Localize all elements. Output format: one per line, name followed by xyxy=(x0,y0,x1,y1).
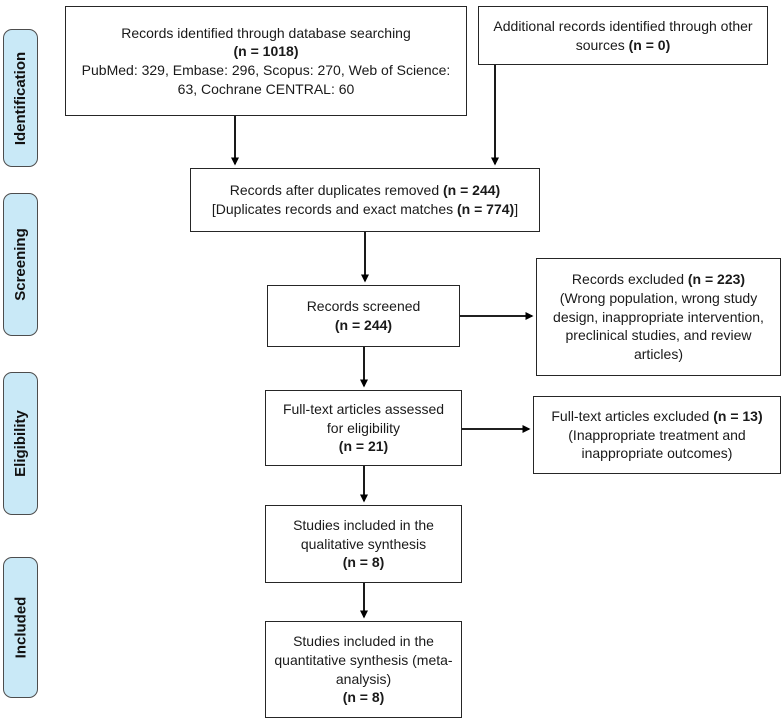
box-records-screened-count: (n = 244) xyxy=(334,317,393,333)
box-duplicates-count: (n = 774) xyxy=(457,201,515,217)
box-duplicates-removed-line2: [Duplicates records and exact matches (n… xyxy=(211,201,519,217)
stage-screening-label: Screening xyxy=(12,228,29,301)
box-quantitative-synthesis-text: Studies included in the quantitative syn… xyxy=(274,633,453,687)
box-fulltext-excluded-reasons: (Inappropriate treatment and inappropria… xyxy=(568,426,746,462)
stage-included-label: Included xyxy=(12,596,30,659)
box-records-screened-title: Records screened xyxy=(306,298,421,315)
box-records-excluded-count: (n = 223) xyxy=(687,271,746,288)
box-database-search-sources: PubMed: 329, Embase: 296, Scopus: 270, W… xyxy=(81,62,451,97)
box-qualitative-synthesis-text: Studies included in the qualitative synt… xyxy=(293,516,434,552)
box-quantitative-synthesis-count: (n = 8) xyxy=(342,689,385,706)
box-database-search-title: Records identified through database sear… xyxy=(121,24,411,41)
box-records-excluded-reasons: (Wrong population, wrong study design, i… xyxy=(553,289,764,363)
stage-identification-label: Identification xyxy=(12,51,29,145)
box-database-search: Records identified through database sear… xyxy=(65,6,467,116)
box-fulltext-assessed-line1: Full-text articles assessed xyxy=(282,400,445,417)
box-duplicates-removed: Records after duplicates removed (n = 24… xyxy=(190,168,540,232)
box-other-sources-count: (n = 0) xyxy=(628,36,671,53)
box-other-sources-text: Additional records identified through ot… xyxy=(493,17,753,53)
box-records-excluded: Records excluded (n = 223) (Wrong popula… xyxy=(536,258,781,376)
box-other-sources: Additional records identified through ot… xyxy=(478,6,768,65)
box-duplicates-removed-line1: Records after duplicates removed (n = 24… xyxy=(229,182,501,199)
box-qualitative-synthesis: Studies included in the qualitative synt… xyxy=(265,505,462,583)
box-database-search-count: (n = 1018) xyxy=(233,43,299,60)
box-duplicates-removed-count: (n = 244) xyxy=(443,182,501,199)
box-qualitative-synthesis-count: (n = 8) xyxy=(342,554,385,571)
stage-identification: Identification xyxy=(3,29,38,167)
box-fulltext-excluded-count: (n = 13) xyxy=(713,407,763,424)
box-fulltext-excluded: Full-text articles excluded (n = 13) (In… xyxy=(533,396,781,474)
box-quantitative-synthesis: Studies included in the quantitative syn… xyxy=(265,621,462,718)
box-fulltext-assessed-line2: for eligibility xyxy=(326,419,401,436)
stage-included: Included xyxy=(3,557,38,698)
stage-eligibility: Eligibility xyxy=(3,372,38,515)
box-fulltext-excluded-title: Full-text articles excluded (n = 13) xyxy=(551,407,763,424)
box-records-excluded-title: Records excluded (n = 223) xyxy=(571,271,746,288)
box-records-screened: Records screened (n = 244) xyxy=(267,285,460,347)
stage-eligibility-label: Eligibility xyxy=(12,410,29,477)
box-fulltext-assessed: Full-text articles assessed for eligibil… xyxy=(265,390,462,466)
box-fulltext-assessed-count: (n = 21) xyxy=(338,438,389,455)
stage-screening: Screening xyxy=(3,193,38,336)
